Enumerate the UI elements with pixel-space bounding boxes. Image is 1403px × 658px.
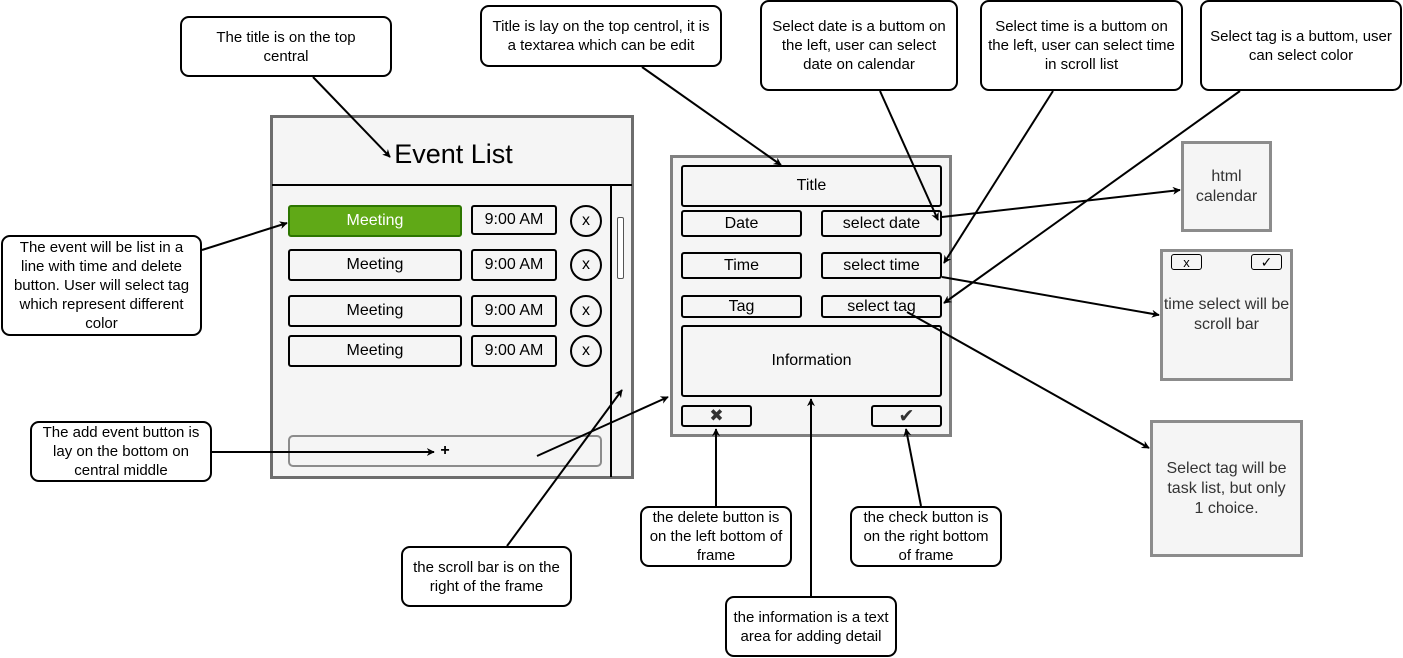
- note-check-button: the check button is on the right bottom …: [850, 506, 1002, 567]
- time-cancel-button[interactable]: x: [1171, 254, 1202, 270]
- scrollbar-thumb[interactable]: [617, 217, 624, 279]
- tag-label: Tag: [681, 295, 802, 318]
- title-field[interactable]: Title: [681, 165, 942, 207]
- event-delete-button[interactable]: x: [570, 205, 602, 237]
- arrow-time-select: [941, 276, 1160, 318]
- information-textarea[interactable]: Information: [681, 325, 942, 397]
- arrow-check-button: [903, 428, 922, 507]
- event-time: 9:00 AM: [471, 295, 557, 327]
- event-delete-button[interactable]: x: [570, 249, 602, 281]
- event-time: 9:00 AM: [471, 249, 557, 281]
- event-name-button[interactable]: Meeting: [288, 335, 462, 367]
- tag-select-panel: Select tag will be task list, but only 1…: [1150, 420, 1303, 557]
- note-delete-button: the delete button is on the left bottom …: [640, 506, 792, 567]
- time-label: Time: [681, 252, 802, 279]
- time-select-text: time select will be scroll bar: [1163, 296, 1290, 333]
- calendar-panel: html calendar: [1181, 141, 1272, 232]
- event-name-button[interactable]: Meeting: [288, 249, 462, 281]
- arrow-select-time: [943, 90, 1054, 264]
- note-select-tag: Select tag is a buttom, user can select …: [1200, 0, 1402, 91]
- note-information: the information is a text area for addin…: [725, 596, 897, 657]
- time-check-button[interactable]: ✓: [1251, 254, 1282, 270]
- event-list-title: Event List: [394, 139, 513, 169]
- event-time: 9:00 AM: [471, 335, 557, 367]
- note-title-textarea: Title is lay on the top centrol, it is a…: [480, 5, 722, 67]
- select-time-button[interactable]: select time: [821, 252, 942, 279]
- event-delete-button[interactable]: x: [570, 295, 602, 327]
- note-select-time: Select time is a buttom on the left, use…: [980, 0, 1183, 91]
- select-tag-button[interactable]: select tag: [821, 295, 942, 318]
- note-add-button: The add event button is lay on the botto…: [30, 421, 212, 482]
- header-divider: [272, 184, 632, 186]
- date-label: Date: [681, 210, 802, 237]
- check-button[interactable]: ✔: [871, 405, 942, 427]
- note-scroll-bar: the scroll bar is on the right of the fr…: [401, 546, 572, 607]
- note-event-line: The event will be list in a line with ti…: [1, 235, 202, 336]
- event-name-button[interactable]: Meeting: [288, 295, 462, 327]
- scrollbar-track[interactable]: [610, 186, 612, 477]
- event-name-button[interactable]: Meeting: [288, 205, 462, 237]
- delete-button[interactable]: ✖: [681, 405, 752, 427]
- note-select-date: Select date is a buttom on the left, use…: [760, 0, 958, 91]
- select-date-button[interactable]: select date: [821, 210, 942, 237]
- event-time: 9:00 AM: [471, 205, 557, 235]
- note-title-top: The title is on the top central: [180, 16, 392, 77]
- add-event-button[interactable]: +: [288, 435, 602, 467]
- arrow-calendar: [941, 186, 1181, 218]
- event-delete-button[interactable]: x: [570, 335, 602, 367]
